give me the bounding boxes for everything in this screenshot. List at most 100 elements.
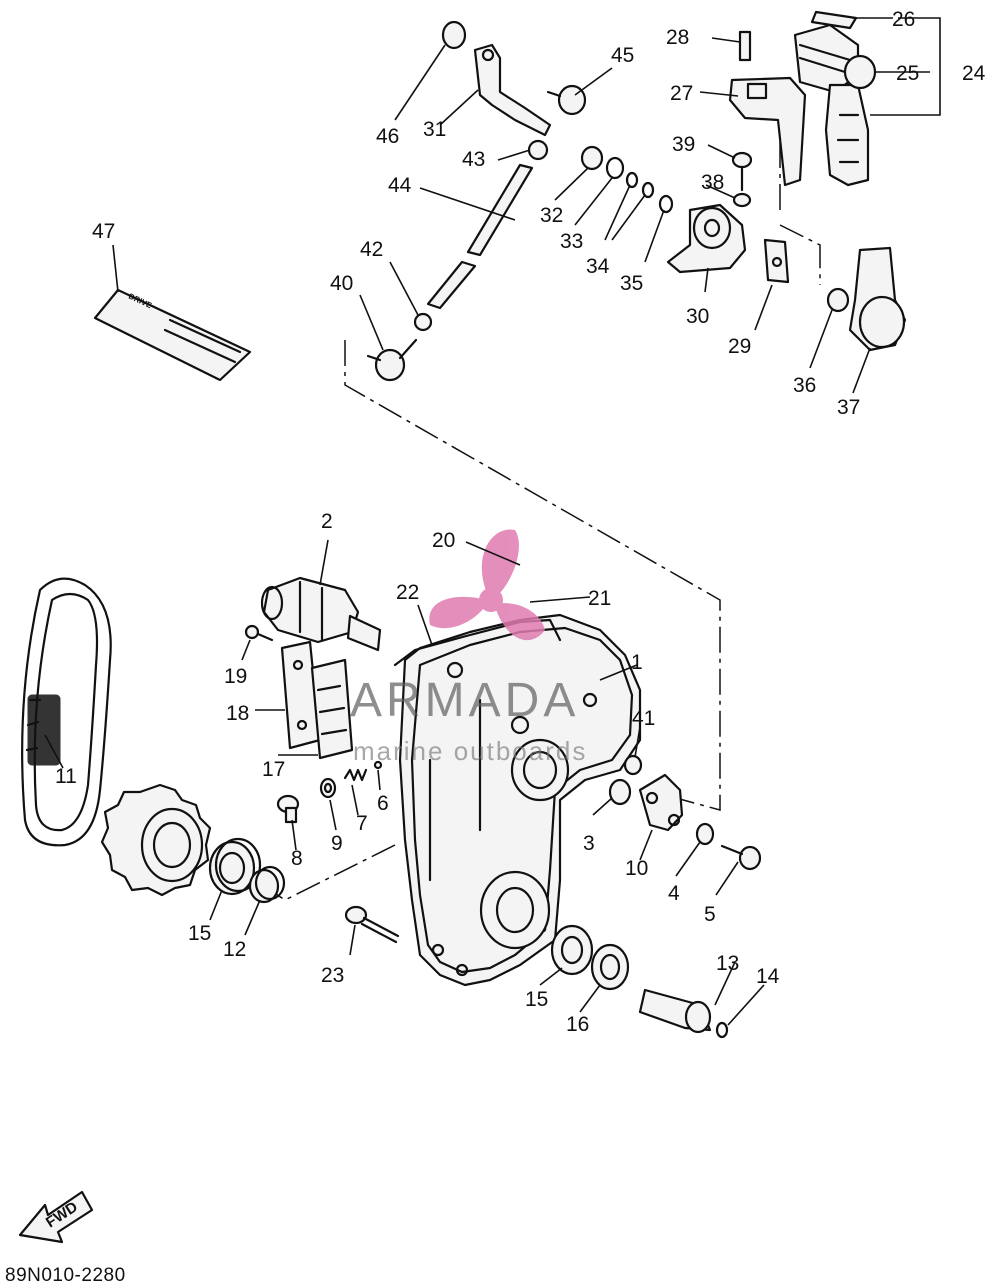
washer-38 <box>732 192 752 208</box>
ball-6 <box>373 760 383 770</box>
callout-22: 22 <box>396 581 419 604</box>
callout-46: 46 <box>376 125 399 148</box>
callout-16: 16 <box>566 1013 589 1036</box>
callout-12: 12 <box>223 938 246 961</box>
callout-7: 7 <box>356 812 368 835</box>
collar-36 <box>826 287 850 313</box>
callout-26: 26 <box>892 8 915 31</box>
bearing-15-right <box>550 924 594 976</box>
spring-7 <box>343 768 368 782</box>
callout-40: 40 <box>330 272 353 295</box>
callout-9: 9 <box>331 832 343 855</box>
o-ring-14 <box>715 1021 729 1039</box>
callout-19: 19 <box>224 665 247 688</box>
callout-23: 23 <box>321 964 344 987</box>
callout-27: 27 <box>670 82 693 105</box>
bolt-39 <box>731 151 753 192</box>
washer-3 <box>608 778 632 806</box>
label-26 <box>810 10 858 30</box>
callout-34: 34 <box>586 255 610 278</box>
lever-31 <box>473 43 552 137</box>
callout-24: 24 <box>962 62 986 85</box>
gasket-22 <box>393 618 562 667</box>
callout-4: 4 <box>668 882 680 905</box>
sleeve-13 <box>638 988 712 1034</box>
callout-30: 30 <box>686 305 709 328</box>
callout-47: 47 <box>92 220 115 243</box>
callout-labels: 1 2 3 4 5 6 7 8 9 10 11 12 13 14 15 15 1… <box>55 8 986 1036</box>
callout-45: 45 <box>611 44 634 67</box>
nut-41 <box>623 754 643 776</box>
callout-11: 11 <box>55 765 77 788</box>
catalog-number: 89N010-2280 <box>5 1265 126 1286</box>
washer-35 <box>658 194 674 214</box>
callout-1: 1 <box>631 651 643 674</box>
callout-32: 32 <box>540 204 563 227</box>
bolt-5 <box>720 844 762 871</box>
watermark-logo: ARMADA marine outboards <box>350 529 587 766</box>
grip-25 <box>843 54 877 90</box>
callout-41: 41 <box>632 707 655 730</box>
seal-16 <box>590 943 630 991</box>
drive-decal-47: DRIVE <box>93 288 252 382</box>
collar-32 <box>580 145 604 171</box>
callout-10: 10 <box>625 857 648 880</box>
callout-37: 37 <box>837 396 860 419</box>
watermark-tagline: marine outboards <box>353 736 587 766</box>
callout-39: 39 <box>672 133 695 156</box>
callout-42: 42 <box>360 238 383 261</box>
callout-15-left: 15 <box>188 922 211 945</box>
forward-arrow-icon <box>18 1190 94 1244</box>
bolt-23 <box>344 905 400 944</box>
drive-case-housing <box>398 613 642 987</box>
callout-6: 6 <box>377 792 389 815</box>
watermark-brand: ARMADA <box>350 674 579 727</box>
shift-handle-24 <box>793 23 870 187</box>
callout-31: 31 <box>423 118 446 141</box>
callout-18: 18 <box>226 702 249 725</box>
callout-17: 17 <box>262 758 285 781</box>
drive-sprocket <box>100 783 212 897</box>
callout-3: 3 <box>583 832 595 855</box>
ball-joint-40 <box>366 338 418 382</box>
o-ring-34 <box>625 171 655 199</box>
callout-36: 36 <box>793 374 816 397</box>
plate-29 <box>763 238 790 284</box>
drive-belt <box>21 577 112 847</box>
cap-46 <box>441 20 467 50</box>
washer-9 <box>319 777 337 799</box>
leader-lines <box>44 17 941 1026</box>
callout-13: 13 <box>716 952 739 975</box>
callout-43: 43 <box>462 148 485 171</box>
callout-29: 29 <box>728 335 751 358</box>
plate-17 <box>310 658 354 760</box>
bracket-30 <box>666 203 747 274</box>
callout-8: 8 <box>291 847 303 870</box>
callout-15-right: 15 <box>525 988 548 1011</box>
nut-42 <box>413 312 433 332</box>
callout-38: 38 <box>701 171 724 194</box>
callout-5: 5 <box>704 903 716 926</box>
collar-12 <box>248 865 286 904</box>
screw-28 <box>738 30 752 62</box>
lever-10 <box>638 773 684 832</box>
callout-44: 44 <box>388 174 412 197</box>
callout-33: 33 <box>560 230 583 253</box>
callout-14: 14 <box>756 965 780 988</box>
bearing-15-left <box>208 837 262 896</box>
callout-20: 20 <box>432 529 455 552</box>
rod-44 <box>426 163 534 310</box>
callout-2: 2 <box>321 510 333 533</box>
propeller-icon <box>429 529 545 641</box>
callout-28: 28 <box>666 26 689 49</box>
washer-33 <box>605 156 625 180</box>
nut-43 <box>527 139 549 161</box>
bolt-8 <box>276 794 300 824</box>
washer-4 <box>695 822 715 846</box>
callout-35: 35 <box>620 272 643 295</box>
shift-shaft-assembly-2 <box>260 576 382 652</box>
callout-25: 25 <box>896 62 919 85</box>
ball-joint-45 <box>546 84 587 116</box>
callout-21: 21 <box>588 587 611 610</box>
